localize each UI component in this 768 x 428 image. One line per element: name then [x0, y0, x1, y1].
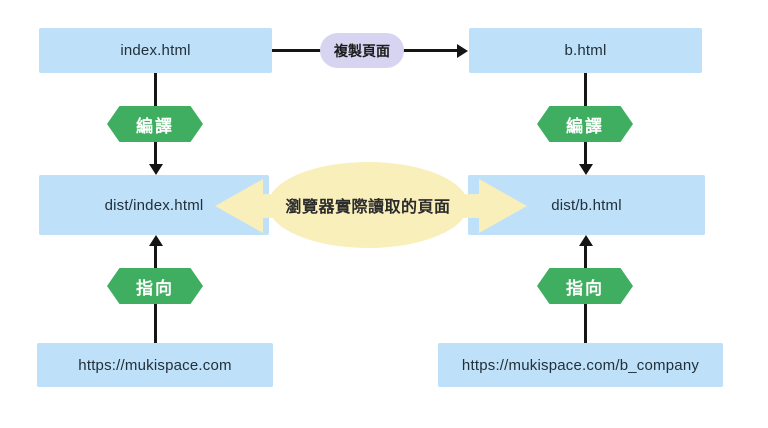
box-url-b-company-label: https://mukispace.com/b_company: [461, 356, 700, 374]
compile-badge-right: 編譯: [537, 106, 633, 142]
box-index-html: index.html: [39, 28, 272, 73]
arrowhead-right-icon: [457, 44, 468, 58]
point-badge-left-label: 指向: [136, 278, 174, 298]
arrowhead-up-left-icon: [148, 235, 163, 246]
arrowhead-up-right-icon: [578, 235, 593, 246]
box-url-root-label: https://mukispace.com: [78, 356, 232, 374]
copy-page-label: 複製頁面: [334, 42, 390, 59]
compile-badge-left-label: 編譯: [136, 116, 174, 136]
box-url-b-company: https://mukispace.com/b_company: [438, 343, 723, 387]
compile-badge-right-label: 編譯: [566, 116, 604, 136]
browser-reads-label: 瀏覽器實際讀取的頁面: [285, 199, 451, 216]
point-badge-right-label: 指向: [566, 278, 604, 298]
browser-reads-ellipse: 瀏覽器實際讀取的頁面: [268, 162, 468, 248]
point-badge-right: 指向: [537, 268, 633, 304]
point-badge-left: 指向: [107, 268, 203, 304]
arrowhead-down-right-icon: [578, 164, 593, 175]
arrowhead-down-left-icon: [148, 164, 163, 175]
copy-page-pill: 複製頁面: [320, 33, 404, 68]
box-dist-b-html-label: dist/b.html: [551, 196, 622, 214]
box-b-html: b.html: [469, 28, 702, 73]
box-index-html-label: index.html: [120, 42, 191, 59]
compile-badge-left: 編譯: [107, 106, 203, 142]
box-b-html-label: b.html: [564, 42, 607, 59]
box-dist-index-html-label: dist/index.html: [104, 196, 204, 214]
box-url-root: https://mukispace.com: [37, 343, 273, 387]
